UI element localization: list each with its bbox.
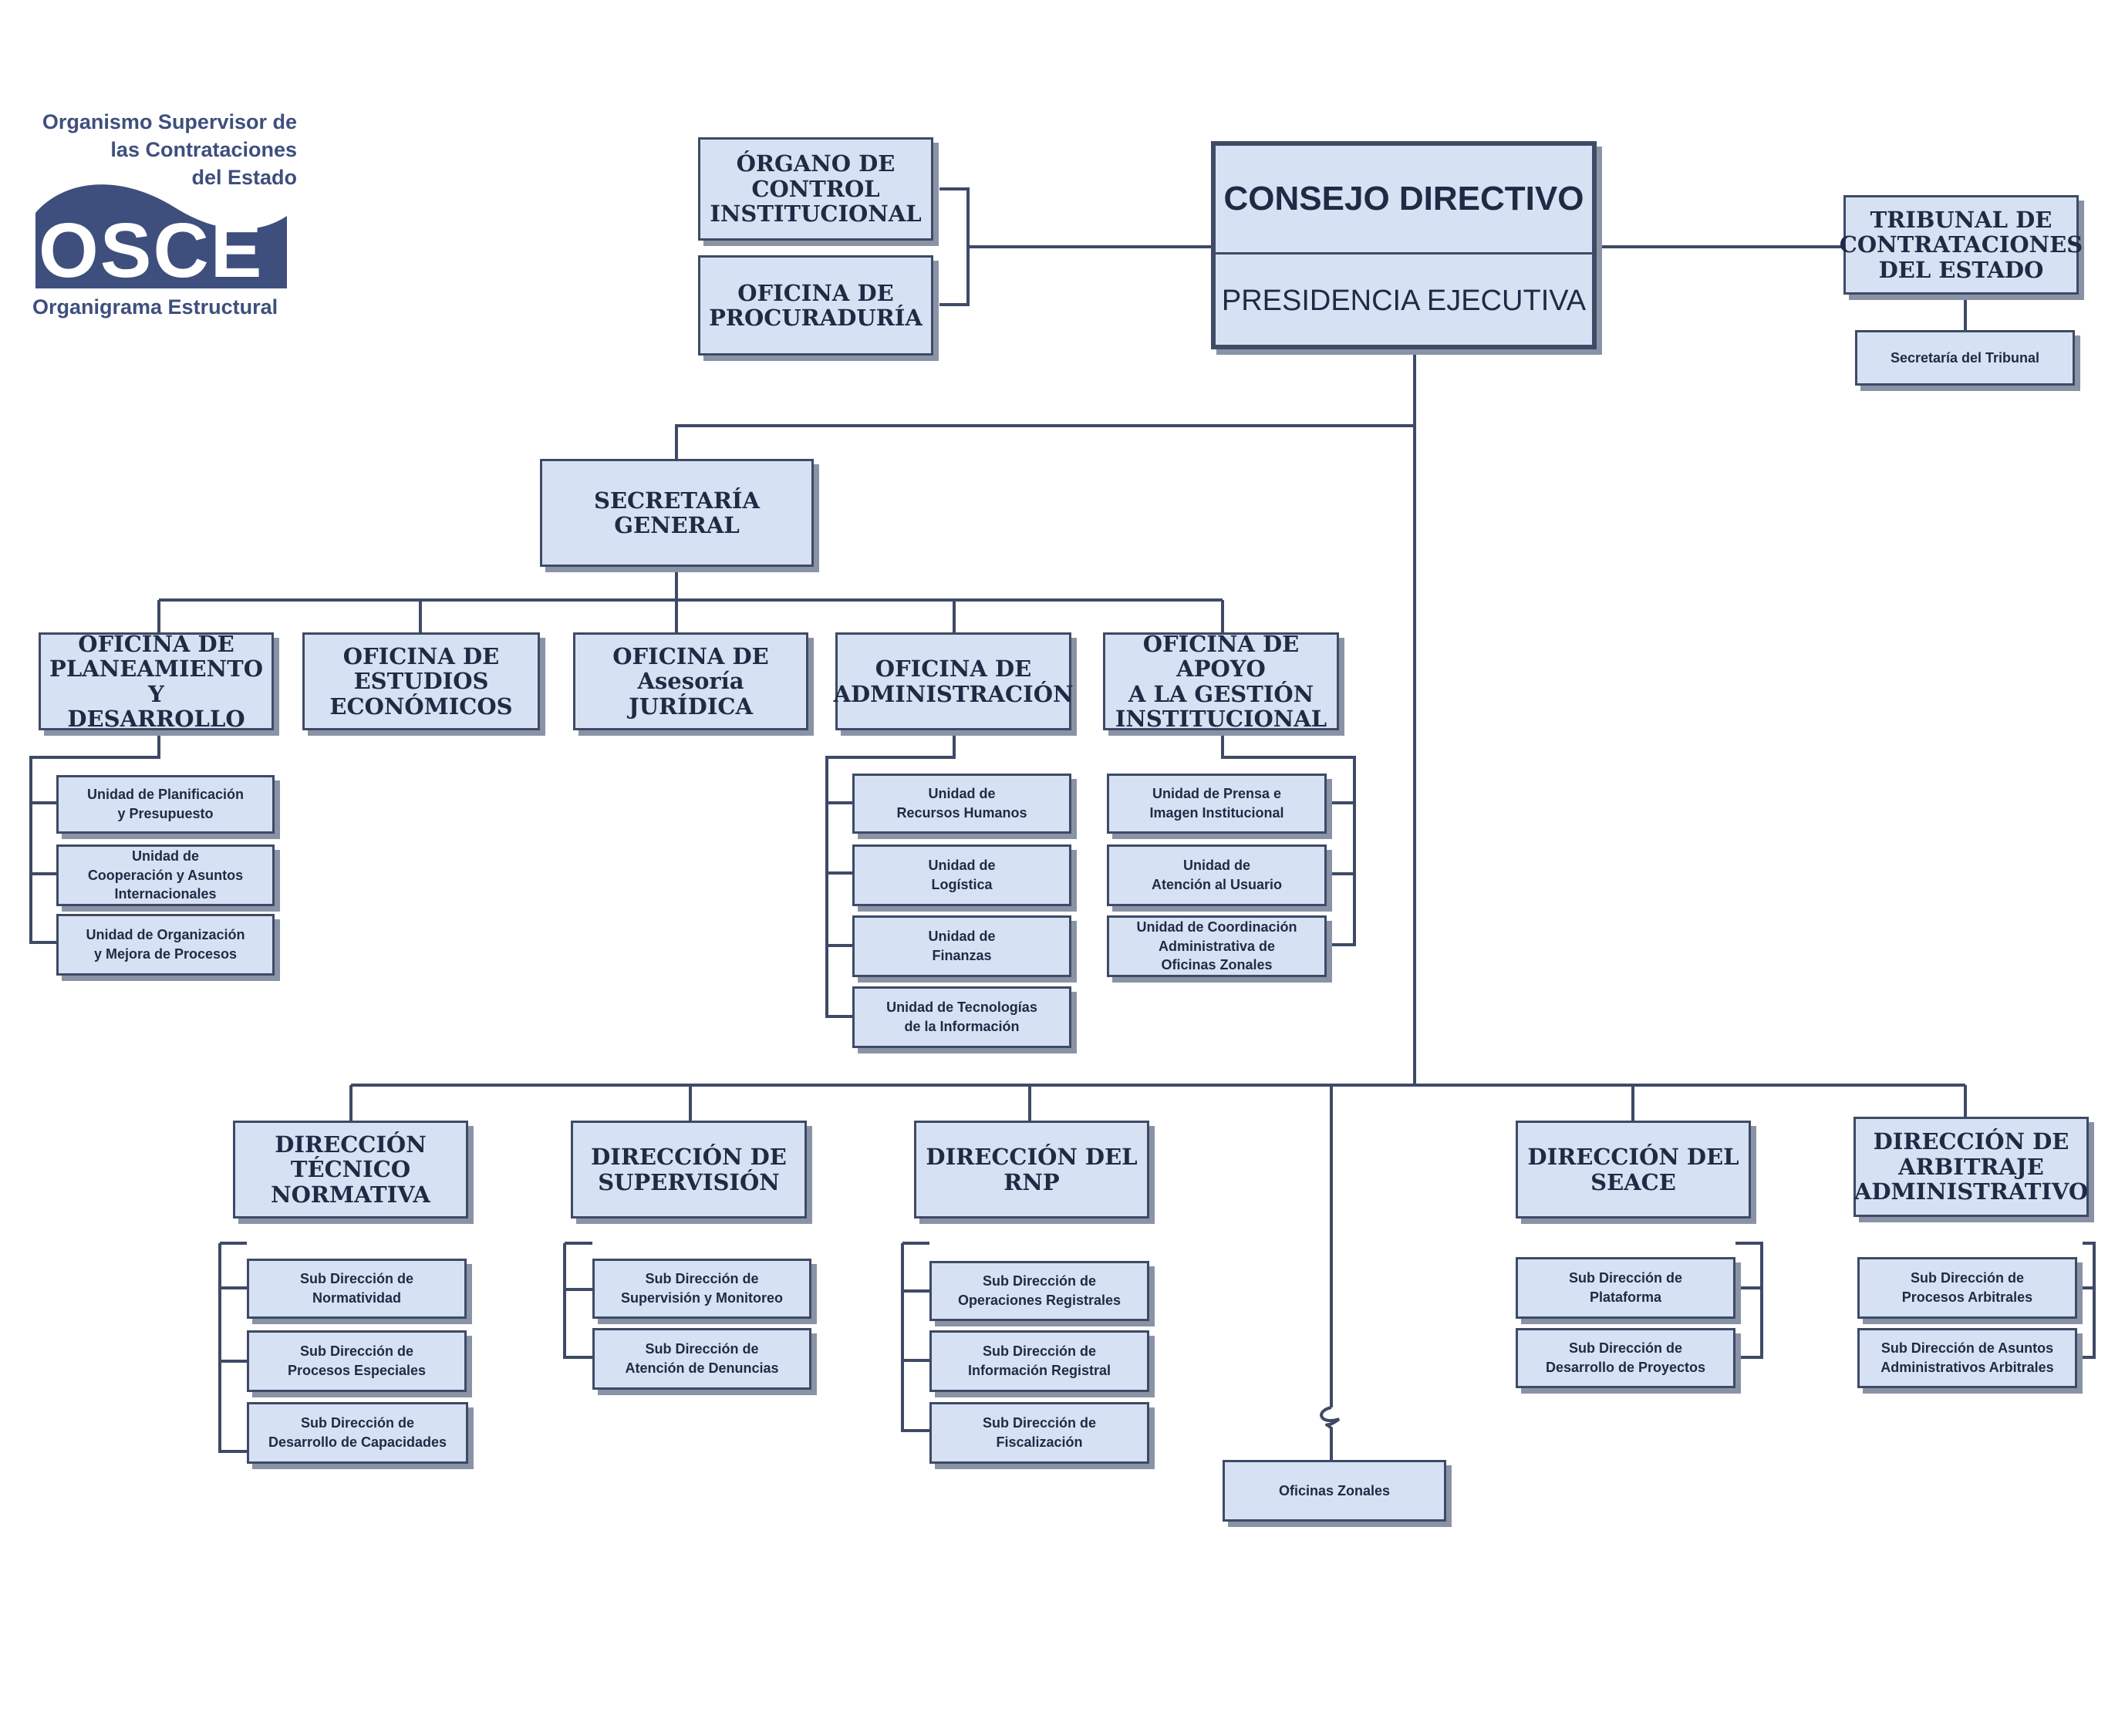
- secretaria-general-box: SECRETARÍA GENERAL: [540, 459, 814, 567]
- logo-line-2: las Contrataciones: [110, 138, 297, 161]
- sub-fiscalizacion: Sub Dirección de Fiscalización: [929, 1402, 1149, 1464]
- sub-operaciones-registrales: Sub Dirección de Operaciones Registrales: [929, 1261, 1149, 1321]
- logo-line-1: Organismo Supervisor de: [42, 110, 297, 133]
- oficina-administracion-box: OFICINA DE ADMINISTRACIÓN: [834, 632, 1073, 730]
- oficina-asesoria-box: OFICINA DE Asesoría JURÍDICA: [573, 632, 808, 730]
- unit-planificacion: Unidad de Planificación y Presupuesto: [56, 775, 275, 834]
- unit-organizacion: Unidad de Organización y Mejora de Proce…: [56, 914, 275, 976]
- unit-cooperacion: Unidad de Cooperación y Asuntos Internac…: [56, 844, 275, 906]
- sub-informacion-registral: Sub Dirección de Información Registral: [929, 1330, 1149, 1392]
- logo-subtitle: Organigrama Estructural: [32, 295, 278, 319]
- direccion-supervision-box: DIRECCIÓN DE SUPERVISIÓN: [571, 1121, 807, 1219]
- direccion-tecnico-box: DIRECCIÓN TÉCNICO NORMATIVA: [233, 1121, 468, 1219]
- unit-prensa: Unidad de Prensa e Imagen Institucional: [1107, 774, 1327, 834]
- unit-tecnologias: Unidad de Tecnologías de la Información: [852, 986, 1071, 1048]
- sub-desarrollo-proyectos: Sub Dirección de Desarrollo de Proyectos: [1516, 1328, 1735, 1388]
- logo-wave-shape: [35, 184, 287, 288]
- sub-asuntos-administrativos: Sub Dirección de Asuntos Administrativos…: [1857, 1328, 2077, 1388]
- tribunal-box: TRIBUNAL DE CONTRATACIONES DEL ESTADO: [1840, 195, 2083, 295]
- sub-atencion-denuncias: Sub Dirección de Atención de Denuncias: [592, 1328, 811, 1390]
- direccion-arbitraje-box: DIRECCIÓN DE ARBITRAJE ADMINISTRATIVO: [1853, 1117, 2089, 1217]
- presidencia-ejecutiva-label: PRESIDENCIA EJECUTIVA: [1221, 284, 1587, 317]
- sub-supervision-monitoreo: Sub Dirección de Supervisión y Monitoreo: [592, 1259, 811, 1319]
- unit-recursos-humanos: Unidad de Recursos Humanos: [852, 774, 1071, 834]
- sub-normatividad: Sub Dirección de Normatividad: [247, 1259, 467, 1319]
- procuraduria-box: OFICINA DE PROCURADURÍA: [698, 255, 933, 356]
- oficinas-zonales-box: Oficinas Zonales: [1223, 1460, 1446, 1522]
- consejo-directivo-label: CONSEJO DIRECTIVO: [1216, 146, 1592, 255]
- organo-control-box: ÓRGANO DE CONTROL INSTITUCIONAL: [698, 137, 933, 241]
- direccion-rnp-box: DIRECCIÓN DEL RNP: [914, 1121, 1149, 1219]
- unit-finanzas: Unidad de Finanzas: [852, 915, 1071, 977]
- sub-plataforma: Sub Dirección de Plataforma: [1516, 1257, 1735, 1319]
- sub-procesos-arbitrales: Sub Dirección de Procesos Arbitrales: [1857, 1257, 2077, 1319]
- sub-procesos-especiales: Sub Dirección de Procesos Especiales: [247, 1330, 467, 1392]
- consejo-presidencia-box: CONSEJO DIRECTIVO PRESIDENCIA EJECUTIVA: [1211, 141, 1597, 349]
- secretaria-tribunal-box: Secretaría del Tribunal: [1855, 330, 2075, 386]
- direccion-seace-box: DIRECCIÓN DEL SEACE: [1516, 1121, 1751, 1219]
- unit-coordinacion: Unidad de Coordinación Administrativa de…: [1107, 915, 1327, 977]
- oficina-planeamiento-box: OFICINA DE PLANEAMIENTO Y DESARROLLO: [39, 631, 274, 731]
- logo-acronym: OSCE: [39, 207, 264, 294]
- sub-desarrollo-capacidades: Sub Dirección de Desarrollo de Capacidad…: [247, 1402, 468, 1464]
- oficina-estudios-box: OFICINA DE ESTUDIOS ECONÓMICOS: [302, 632, 540, 730]
- oficina-apoyo-box: OFICINA DE APOYO A LA GESTIÓN INSTITUCIO…: [1103, 631, 1339, 731]
- osce-logo: Organismo Supervisor de las Contratacion…: [31, 108, 297, 332]
- logo-line-3: del Estado: [191, 166, 297, 189]
- unit-logistica: Unidad de Logística: [852, 844, 1071, 906]
- unit-atencion-usuario: Unidad de Atención al Usuario: [1107, 844, 1327, 906]
